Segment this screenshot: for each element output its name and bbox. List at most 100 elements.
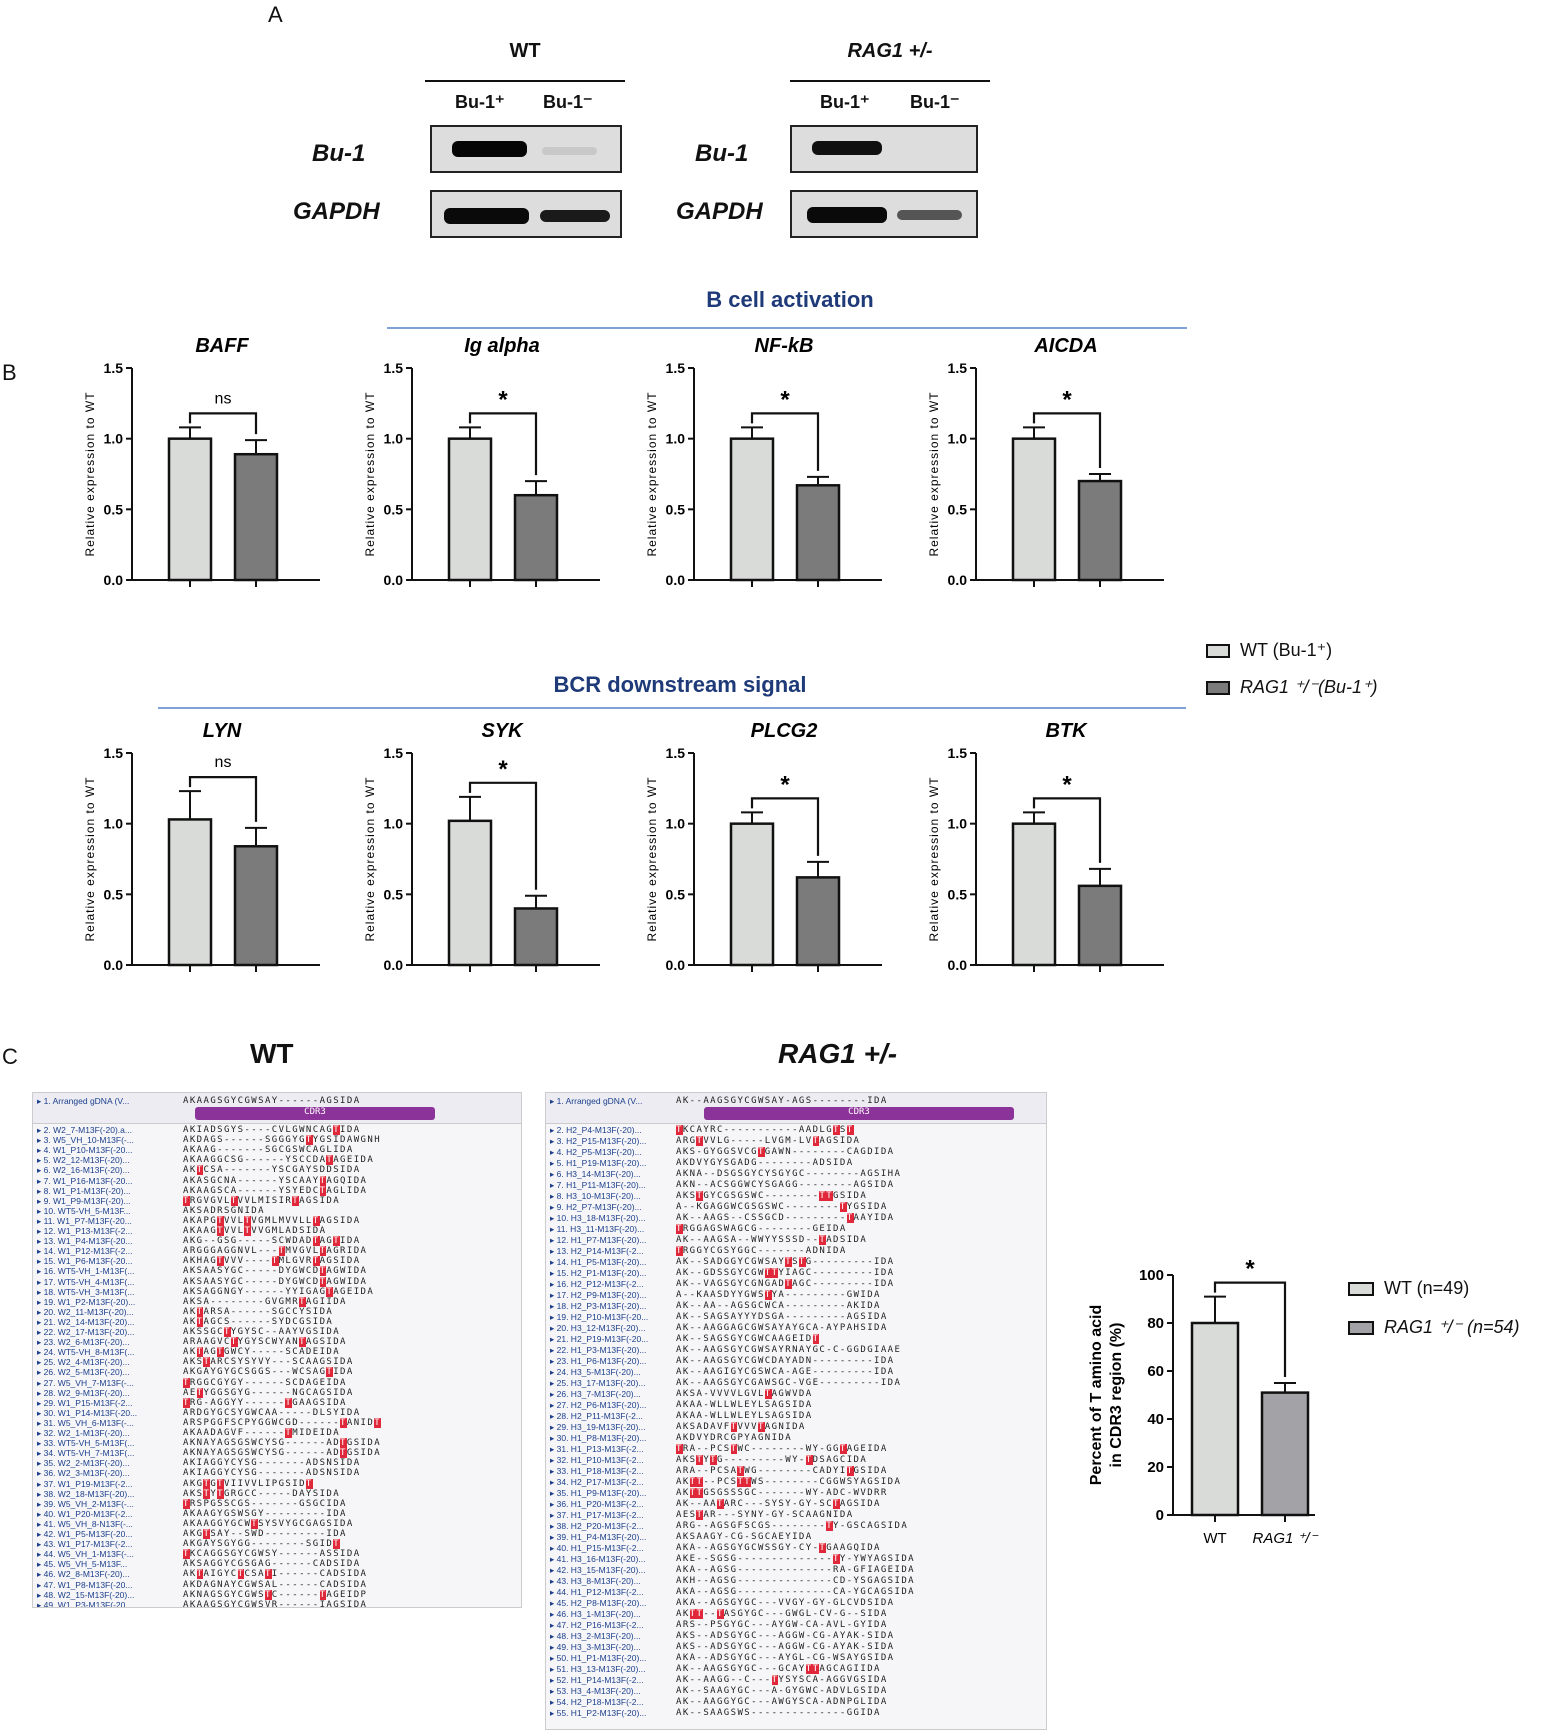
alignment-row[interactable]: ▸ 18. H2_P3-M13F(-20)...AK--AA--AGSGCWCA… — [546, 1301, 1046, 1312]
alignment-row[interactable]: ▸ 27. W5_VH_7-M13F(-...TRGGCGYGY------SC… — [33, 1377, 521, 1388]
alignment-row[interactable]: ▸ 18. WT5-VH_3-M13F(...AKSAGGNGY------YY… — [33, 1286, 521, 1297]
alignment-row[interactable]: ▸ 7. W1_P16-M13F(-20...AKASGCNA------YSC… — [33, 1175, 521, 1186]
alignment-row[interactable]: ▸ 12. W1_P13-M13F(-2...AKAAGTVVLTVVGMLAD… — [33, 1226, 521, 1236]
alignment-row[interactable]: ▸ 34. H2_P17-M13F(-2...AKTT--PCSTTWS----… — [546, 1477, 1046, 1488]
alignment-row[interactable]: ▸ 9. H2_P7-M13F(-20)...A--KGAGGWCGSGSWC-… — [546, 1202, 1046, 1213]
alignment-row[interactable]: ▸ 6. H3_14-M13F(-20)...AKNA--DSGSGYCYSGY… — [546, 1169, 1046, 1180]
alignment-row[interactable]: ▸ 15. W1_P6-M13F(-20...AKHAGTVVV----TMLG… — [33, 1256, 521, 1267]
alignment-row[interactable]: ▸ 51. H3_13-M13F(-20)...AK--AAGSGYGC---G… — [546, 1664, 1046, 1675]
alignment-row[interactable]: ▸ 53. H3_4-M13F(-20)...AK--SAAGYGC---A-G… — [546, 1686, 1046, 1697]
alignment-row[interactable]: ▸ 11. H3_11-M13F(-20)...TRGGAGSWAGCG----… — [546, 1224, 1046, 1235]
alignment-row[interactable]: ▸ 21. H2_P19-M13F(-20...AK--SAGSGYCGWCAA… — [546, 1334, 1046, 1345]
alignment-row[interactable]: ▸ 3. H2_P15-M13F(-20)...ARGTVVLG-----LVG… — [546, 1136, 1046, 1147]
alignment-row[interactable]: ▸ 32. W2_1-M13F(-20)...AKAADAGVF------TM… — [33, 1428, 521, 1438]
alignment-row[interactable]: ▸ 44. H1_P12-M13F(-2...AKA--AGSG--------… — [546, 1587, 1046, 1598]
alignment-row[interactable]: ▸ 2. W2_7-M13F(-20).a...AKIADSGYS----CVL… — [33, 1125, 521, 1135]
alignment-row[interactable]: ▸ 27. H2_P6-M13F(-20)...AKAA-WLLWLEYLSAG… — [546, 1400, 1046, 1411]
alignment-row[interactable]: ▸ 32. H1_P10-M13F(-2...AKSTYTG---------W… — [546, 1455, 1046, 1466]
alignment-row[interactable]: ▸ 4. W1_P10-M13F(-20...AKAAG-------SGCGS… — [33, 1145, 521, 1155]
alignment-row[interactable]: ▸ 22. H1_P3-M13F(-20)...AK--AAGSGYCGWSAY… — [546, 1345, 1046, 1356]
alignment-row[interactable]: ▸ 36. W2_3-M13F(-20)...AKIAGGYCYSG------… — [33, 1468, 521, 1478]
alignment-row[interactable]: ▸ 9. W1_P9-M13F(-20)...TRGVGVLTVVLMISIRT… — [33, 1195, 521, 1206]
alignment-row[interactable]: ▸ 13. H2_P14-M13F(-2...TRGGYCGSYGGC-----… — [546, 1246, 1046, 1257]
alignment-row[interactable]: ▸ 34. WT5-VH_7-M13F(...AKNAYAGSGSWCYSG--… — [33, 1448, 521, 1459]
alignment-row[interactable]: ▸ 7. H1_P11-M13F(-20)...AKN--ACSGGWCYSGA… — [546, 1180, 1046, 1191]
alignment-row[interactable]: ▸ 2. H2_P4-M13F(-20)...TKCAYRC----------… — [546, 1125, 1046, 1136]
alignment-row[interactable]: ▸ 25. H3_17-M13F(-20)...AK--AAGSGYCGAWSG… — [546, 1378, 1046, 1389]
alignment-row[interactable]: ▸ 49. H3_3-M13F(-20)...AKS--ADSGYGC---AG… — [546, 1642, 1046, 1653]
alignment-row[interactable]: ▸ 29. H3_19-M13F(-20)...AKSADAVFTVVVTAGN… — [546, 1422, 1046, 1433]
alignment-row[interactable]: ▸ 26. W2_5-M13F(-20)...AKGAYGYGCSGGS---W… — [33, 1367, 521, 1378]
alignment-row[interactable]: ▸ 8. W1_P1-M13F(-20)...AKAAGSCA------YSY… — [33, 1185, 521, 1196]
alignment-row[interactable]: ▸ 22. W2_17-M13F(-20)...AKSSGCTYGYSC--AA… — [33, 1327, 521, 1337]
alignment-row[interactable]: ▸ 23. W2_6-M13F(-20)...ARAAGVCTYGYSCWYAN… — [33, 1337, 521, 1348]
alignment-reference-row[interactable]: ▸ 1. Arranged gDNA (V...AKAAGSGYCGWSAY--… — [33, 1096, 521, 1106]
alignment-row[interactable]: ▸ 15. H2_P1-M13F(-20)...AK--GDSSGYCGWTTY… — [546, 1268, 1046, 1279]
alignment-row[interactable]: ▸ 33. WT5-VH_5-M13F(...AKNAYAGSGSWCYSG--… — [33, 1438, 521, 1449]
alignment-row[interactable]: ▸ 47. W1_P8-M13F(-20...AKDAGNAYCGWSAL---… — [33, 1580, 521, 1590]
alignment-row[interactable]: ▸ 43. H3_8-M13F(-20)...AKH--AGSG--------… — [546, 1576, 1046, 1587]
alignment-row[interactable]: ▸ 48. W2_15-M13F(-20)...AKNAGSGYCGWSTC--… — [33, 1589, 521, 1600]
alignment-row[interactable]: ▸ 46. H3_1-M13F(-20)...AKTT--TASGYGC---G… — [546, 1609, 1046, 1620]
alignment-row[interactable]: ▸ 52. H1_P14-M13F(-2...AK--AAGG--C---TYS… — [546, 1675, 1046, 1686]
alignment-row[interactable]: ▸ 21. W2_14-M13F(-20)...AKTAGCS------SYD… — [33, 1316, 521, 1327]
alignment-row[interactable]: ▸ 24. WT5-VH_8-M13F(...AKTAGTGWCY-----SC… — [33, 1347, 521, 1358]
alignment-row[interactable]: ▸ 41. W5_VH_8-N13F(-...AKAAGGYGCWTSYSVYG… — [33, 1518, 521, 1529]
alignment-row[interactable]: ▸ 13. W1_P4-M13F(-20...AKG--GSG-----SCWD… — [33, 1236, 521, 1247]
alignment-row[interactable]: ▸ 11. W1_P7-M13F(-20...AKAPGTVVLTVGMLMVV… — [33, 1215, 521, 1226]
alignment-row[interactable]: ▸ 36. H1_P20-M13F(-2...AK--AATARC---SYSY… — [546, 1499, 1046, 1510]
alignment-row[interactable]: ▸ 14. H1_P5-M13F(-20)...AK--SADGGYCGWSAY… — [546, 1257, 1046, 1268]
alignment-row[interactable]: ▸ 20. W2_11-M13F(-20)...AKTARSA------SGC… — [33, 1306, 521, 1317]
alignment-row[interactable]: ▸ 30. W1_P14-M13F(-20...ARDGYGCSYGWCAA--… — [33, 1408, 521, 1418]
alignment-row[interactable]: ▸ 29. W1_P15-M13F(-2...TRG-AGGYY------TG… — [33, 1397, 521, 1408]
alignment-row[interactable]: ▸ 17. WT5-VH_4-M13F(...AKSAASYGC-----DYG… — [33, 1276, 521, 1287]
alignment-row[interactable]: ▸ 38. W2_18-M13F(-20)...AKSTYTGRGCC-----… — [33, 1488, 521, 1499]
alignment-row[interactable]: ▸ 40. H1_P15-M13F(-2...AKA--AGSGYGCWSSGY… — [546, 1543, 1046, 1554]
alignment-row[interactable]: ▸ 3. W5_VH_10-M13F(-...AKDAGS------SGGGY… — [33, 1135, 521, 1146]
alignment-reference-row[interactable]: ▸ 1. Arranged gDNA (V...AK--AAGSGYCGWSAY… — [546, 1096, 1046, 1107]
alignment-row[interactable]: ▸ 31. W5_VH_6-M13F(-...ARSPGGFSCPYGGWCGD… — [33, 1417, 521, 1428]
alignment-row[interactable]: ▸ 28. H2_P11-M13F(-2...AKAA-WLLWLEYLSAGS… — [546, 1411, 1046, 1422]
alignment-row[interactable]: ▸ 50. H1_P1-M13F(-20)...AKA--ADSGYGC---A… — [546, 1653, 1046, 1664]
alignment-row[interactable]: ▸ 17. H2_P9-M13F(-20)...A--KAASDYYGWSTYA… — [546, 1290, 1046, 1301]
alignment-row[interactable]: ▸ 45. W5_VH_5-M13F...AKSAGGYCGSGAG------… — [33, 1559, 521, 1569]
alignment-row[interactable]: ▸ 42. W1_P5-M13F(-20...AKGTSAY--SWD-----… — [33, 1529, 521, 1539]
alignment-row[interactable]: ▸ 23. H1_P6-M13F(-20)...AK--AAGSGYCGWCDA… — [546, 1356, 1046, 1367]
alignment-row[interactable]: ▸ 41. H3_16-M13F(-20)...AKE--SGSG-------… — [546, 1554, 1046, 1565]
alignment-row[interactable]: ▸ 10. WT5-VH_5-M13F...AKSADRSGNIDA — [33, 1206, 521, 1216]
alignment-row[interactable]: ▸ 14. W1_P12-M13F(-2...ARGGGAGGNVL---TMV… — [33, 1246, 521, 1257]
alignment-row[interactable]: ▸ 39. H1_P4-M13F(-20)...AKSAAGY-CG-SGCAE… — [546, 1532, 1046, 1543]
alignment-row[interactable]: ▸ 30. H1_P8-M13F(-20)...AKDVYDRCGPYAGNID… — [546, 1433, 1046, 1444]
alignment-row[interactable]: ▸ 16. H2_P12-M13F(-2...AK--VAGSGYCGNGADT… — [546, 1279, 1046, 1290]
alignment-row[interactable]: ▸ 4. H2_P5-M13F(-20)...AKS-GYGGSVCGTGAWN… — [546, 1147, 1046, 1158]
alignment-row[interactable]: ▸ 33. H1_P18-M13F(-2...ARA--PCSATWG-----… — [546, 1466, 1046, 1477]
alignment-row[interactable]: ▸ 55. H1_P2-M13F(-20)...AK--SAAGSWS-----… — [546, 1708, 1046, 1719]
alignment-row[interactable]: ▸ 48. H3_2-M13F(-20)...AKS--ADSGYGC---AG… — [546, 1631, 1046, 1642]
alignment-row[interactable]: ▸ 26. H3_7-M13F(-20)...AKSA-VVVVLGVLTAGW… — [546, 1389, 1046, 1400]
alignment-row[interactable]: ▸ 10. H3_18-M13F(-20)...AK--AAGS--CSSGCD… — [546, 1213, 1046, 1224]
alignment-row[interactable]: ▸ 44. W5_VH_1-M13F(-...TKCAGGSGYCGWSY---… — [33, 1549, 521, 1560]
alignment-row[interactable]: ▸ 39. W5_VH_2-M13F(-...TRSPGSSCGS-------… — [33, 1498, 521, 1509]
alignment-row[interactable]: ▸ 46. W2_8-M13F(-20)...AKTAIGYCTCSATI---… — [33, 1569, 521, 1580]
alignment-row[interactable]: ▸ 6. W2_16-M13F(-20)...AKTCSA-------YSCG… — [33, 1165, 521, 1176]
alignment-row[interactable]: ▸ 5. W2_12-M13F(-20)...AKAAGGCSG------YS… — [33, 1155, 521, 1166]
alignment-wt[interactable]: CDR3 ▸ 1. Arranged gDNA (V...AKAAGSGYCGW… — [32, 1092, 522, 1608]
alignment-row[interactable]: ▸ 47. H2_P16-M13F(-2...ARS--PSGYGC---AYG… — [546, 1620, 1046, 1631]
alignment-row[interactable]: ▸ 49. W1_P3-M13F(-20...AKAAGSGYCGWSVR---… — [33, 1600, 521, 1607]
alignment-row[interactable]: ▸ 43. W1_P17-M13F(-2...AKGAYSGYGG-------… — [33, 1539, 521, 1550]
alignment-row[interactable]: ▸ 37. H1_P17-M13F(-2...AESTAR---SYNY-GY-… — [546, 1510, 1046, 1521]
alignment-row[interactable]: ▸ 16. WT5-VH_1-M13F(...AKSAASYGC-----DYG… — [33, 1266, 521, 1277]
alignment-row[interactable]: ▸ 35. W2_2-M13F(-20)...AKIAGGYCYSG------… — [33, 1458, 521, 1468]
alignment-row[interactable]: ▸ 25. W2_4-M13F(-20)...AKSTARCSYSYVY---S… — [33, 1357, 521, 1368]
alignment-row[interactable]: ▸ 35. H1_P9-M13F(-20)...AKTTGSGSSSGC----… — [546, 1488, 1046, 1499]
alignment-row[interactable]: ▸ 24. H3_5-M13F(-20)...AK--AAGIGYCGSWCA-… — [546, 1367, 1046, 1378]
alignment-rag[interactable]: CDR3 ▸ 1. Arranged gDNA (V...AK--AAGSGYC… — [545, 1092, 1047, 1730]
alignment-row[interactable]: ▸ 45. H2_P8-M13F(-20)...AKA--AGSGYGC---V… — [546, 1598, 1046, 1609]
alignment-row[interactable]: ▸ 40. W1_P20-M13F(-2...AKAAGYGSWSGY-----… — [33, 1509, 521, 1519]
alignment-row[interactable]: ▸ 12. H1_P7-M13F(-20)...AK--AAGSA--WWYYS… — [546, 1235, 1046, 1246]
alignment-row[interactable]: ▸ 28. W2_9-M13F(-20)...AETYGGSGYG------N… — [33, 1387, 521, 1398]
alignment-row[interactable]: ▸ 38. H2_P20-M13F(-2...ARG--AGSGFSCGS---… — [546, 1521, 1046, 1532]
alignment-row[interactable]: ▸ 37. W1_P19-M13F(-2...AKGTGTVIIVVLIPGSI… — [33, 1478, 521, 1489]
alignment-row[interactable]: ▸ 42. H3_15-M13F(-20)...AKA--AGSG-------… — [546, 1565, 1046, 1576]
alignment-row[interactable]: ▸ 8. H3_10-M13F(-20)...AKSTGYCGSGSWC----… — [546, 1191, 1046, 1202]
